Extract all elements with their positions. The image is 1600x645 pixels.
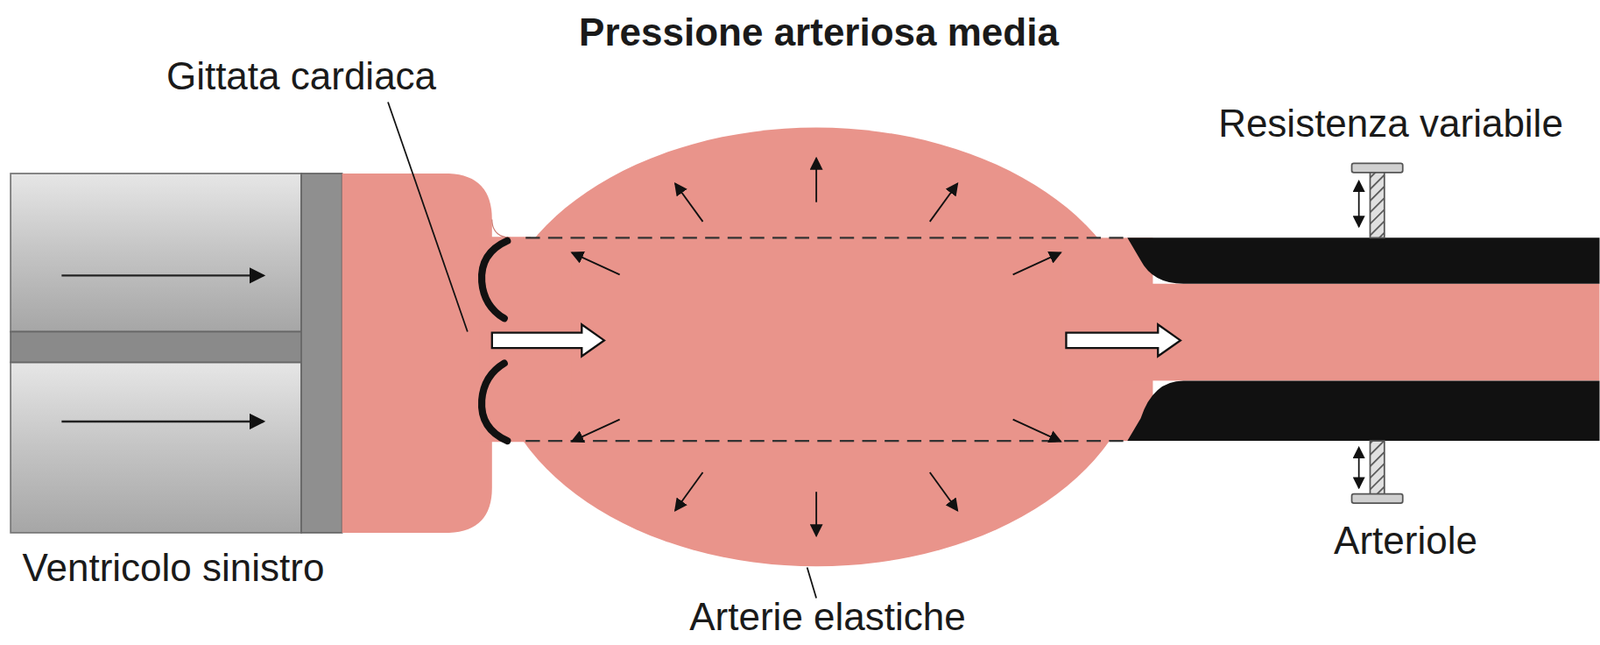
flow-arrow	[492, 324, 1181, 356]
pressure-arrow	[930, 183, 958, 221]
callout-label: Arterie elastiche	[689, 597, 966, 636]
pressure-arrow	[815, 158, 818, 203]
pressure-arrow	[1013, 419, 1062, 442]
callout-label: Arteriole	[1333, 521, 1478, 560]
title: Pressione arteriosa media	[578, 13, 1059, 52]
piston-cylinder	[10, 173, 342, 533]
arteriole-wall	[1127, 237, 1600, 441]
resistance-screw	[1352, 162, 1403, 503]
pressure-arrows	[571, 158, 1061, 536]
pressure-arrow	[571, 419, 621, 442]
pressure-arrow	[571, 252, 621, 275]
leader-line	[387, 101, 817, 598]
vessel-outline-dashed	[525, 237, 1128, 441]
callout-label: Resistenza variabile	[1218, 104, 1564, 143]
pressure-arrow	[815, 491, 818, 536]
pressure-arrow	[1013, 252, 1062, 275]
callout-label: Ventricolo sinistro	[22, 548, 325, 587]
blood-volume	[342, 127, 1600, 567]
pressure-arrow	[930, 472, 958, 510]
pressure-arrow	[675, 183, 703, 221]
callout-label: Gittata cardiaca	[166, 56, 437, 96]
pressure-arrow	[675, 472, 703, 510]
